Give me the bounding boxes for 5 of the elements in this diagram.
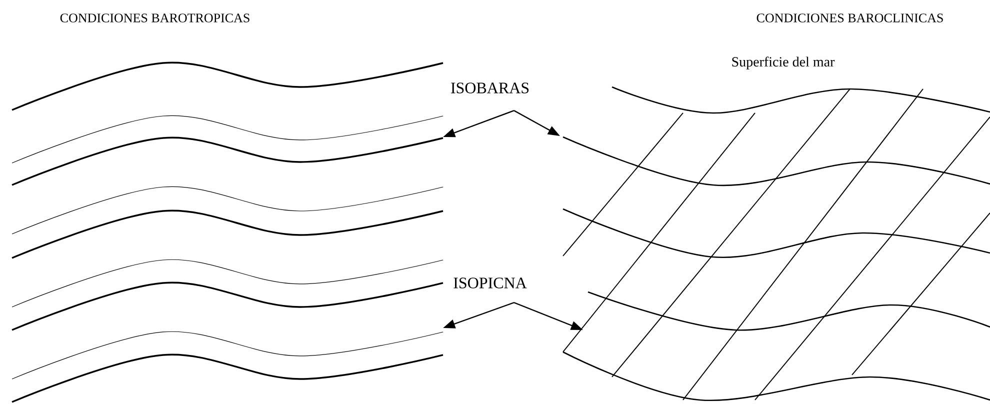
surface-label: Superficie del mar — [732, 56, 835, 70]
heading: CONDICIONES BAROCLINICAS — [756, 14, 943, 22]
leader-text: ISOBARAS — [451, 82, 529, 94]
heading: CONDICIONES BAROTROPICAS — [60, 14, 250, 22]
leader-text: ISOPICNA — [454, 278, 527, 288]
